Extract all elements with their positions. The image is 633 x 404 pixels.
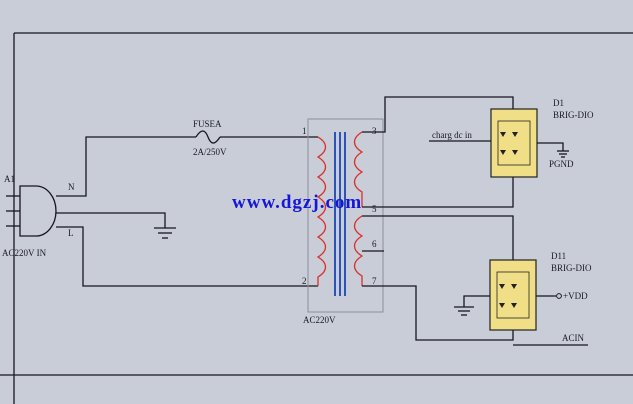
transformer-pin-5: 5 — [372, 204, 377, 214]
transformer-pin-6: 6 — [372, 239, 377, 249]
fuse-rating: 2A/250V — [193, 147, 227, 157]
bridge-d11-ref: D11 — [551, 251, 566, 261]
earth-ground-symbol — [154, 227, 176, 239]
vdd-terminal — [556, 293, 562, 299]
bridge-d11-type: BRIG-DIO — [551, 263, 592, 273]
wire-earth — [56, 212, 166, 228]
bridge-d1-diodes — [500, 132, 518, 155]
wire-n — [56, 136, 318, 197]
bridge-d1-type: BRIG-DIO — [553, 110, 594, 120]
wire-sec-mid — [362, 177, 514, 208]
pgnd-ground-symbol — [557, 150, 569, 158]
wire-l — [56, 226, 318, 287]
connector-ref: A1 — [4, 174, 15, 184]
bridge-d11-inner — [496, 271, 530, 319]
wire-sec-top — [362, 96, 514, 133]
bridge-d1-inner — [497, 120, 531, 166]
fuse-symbol — [195, 130, 221, 144]
wire-sec-bottom — [362, 285, 514, 341]
wire-pgnd — [537, 142, 564, 151]
wire-sec-tap — [362, 215, 514, 260]
watermark: www.dgzj.com — [232, 192, 362, 213]
transformer-pin-7: 7 — [372, 276, 377, 286]
transformer-name: AC220V — [303, 315, 336, 325]
ac-input-connector — [6, 185, 57, 237]
charg-dc-in-label: charg dc in — [432, 130, 472, 140]
pgnd-label: PGND — [549, 159, 574, 169]
vdd-label: +VDD — [563, 291, 588, 301]
bridge-d11-diodes — [499, 284, 517, 308]
wire-d11-ground — [463, 295, 490, 307]
secondary-winding-upper — [353, 131, 364, 207]
transformer-pin-3: 3 — [372, 126, 377, 136]
bridge-d1-ref: D1 — [553, 98, 564, 108]
pin-l-label: L — [68, 228, 74, 238]
connector-name: AC220V IN — [2, 248, 47, 258]
secondary-winding-lower — [353, 215, 364, 286]
pin-n-label: N — [68, 182, 75, 192]
primary-winding — [316, 136, 327, 286]
transformer-pin-2: 2 — [302, 276, 307, 286]
acin-label: ACIN — [562, 333, 584, 343]
bridge-d1-body — [490, 108, 538, 178]
sheet-border — [0, 32, 633, 404]
d11-ground-symbol — [454, 306, 474, 316]
transformer-pin-1: 1 — [302, 126, 307, 136]
fuse-ref: FUSEA — [193, 119, 222, 129]
